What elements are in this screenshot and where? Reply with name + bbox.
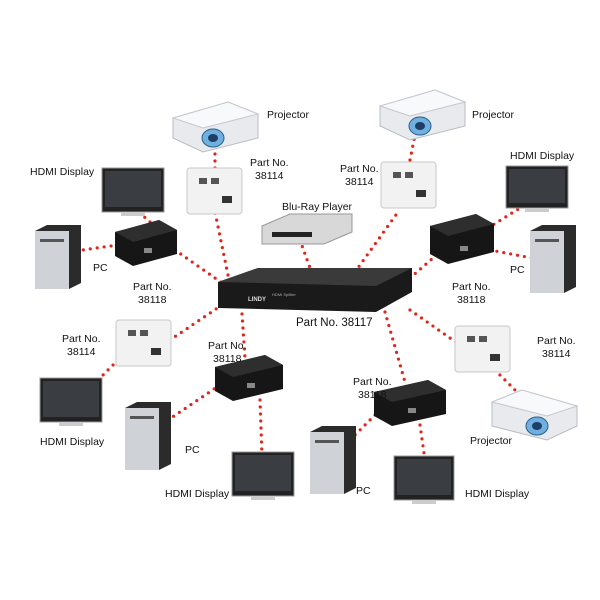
- pc-tower-icon: [530, 225, 576, 293]
- wall-plate-icon: [115, 319, 172, 367]
- hdmi-extender-icon: [215, 355, 283, 401]
- hdmi-link-line: [353, 210, 400, 274]
- hdmi-display-icon: [101, 167, 165, 216]
- hdmi-extender-icon: [115, 220, 177, 266]
- label-pc: PC: [510, 264, 525, 276]
- hdmi-link-line: [240, 312, 247, 360]
- hdmi-link-line: [138, 211, 152, 224]
- label-hdmi-display: HDMI Display: [510, 150, 575, 162]
- hdmi-link-line: [94, 358, 120, 384]
- label-part-38114: Part No.38114: [340, 163, 379, 188]
- label-projector: Projector: [267, 109, 310, 121]
- hdmi-extender-icon: [374, 380, 446, 426]
- label-part-38114: Part No.38114: [62, 333, 101, 358]
- label-part-38114: Part No.38114: [250, 157, 289, 182]
- wall-plate-icon: [186, 167, 243, 215]
- hdmi-link-line: [258, 398, 264, 458]
- label-pc: PC: [356, 485, 371, 497]
- wall-plate-icon: [454, 325, 511, 373]
- label-bluray: Blu-Ray Player: [282, 201, 353, 213]
- label-pc: PC: [93, 262, 108, 274]
- hdmi-link-line: [418, 423, 427, 462]
- label-projector: Projector: [470, 435, 513, 447]
- wall-plate-icon: [380, 161, 437, 209]
- hdmi-link-line: [408, 250, 442, 280]
- label-part-38118: Part No.38118: [133, 281, 172, 306]
- projector-icon: [378, 89, 467, 141]
- label-part-38118: Part No.38118: [452, 281, 491, 306]
- projector-icon: [171, 101, 260, 153]
- splitter-panel-text: HDMI Splitter: [272, 292, 296, 297]
- hdmi-link-line: [383, 310, 407, 384]
- lindy-logo: LINDY: [248, 297, 266, 303]
- hdmi-link-line: [298, 238, 312, 270]
- pc-tower-icon: [310, 426, 356, 494]
- hdmi-display-icon: [231, 451, 295, 500]
- bluray-player-icon: [261, 213, 353, 245]
- hdmi-display-icon: [393, 455, 455, 504]
- pc-tower-icon: [125, 402, 171, 470]
- label-hdmi-display: HDMI Display: [165, 488, 230, 500]
- projector-icon: [490, 389, 579, 441]
- hdmi-extender-icon: [430, 214, 494, 264]
- label-part-38114: Part No.38114: [537, 335, 576, 360]
- hdmi-link-line: [488, 248, 534, 260]
- label-part-38118: Part No.38118: [353, 376, 392, 401]
- hdmi-display-icon: [505, 165, 569, 212]
- pc-tower-icon: [35, 225, 81, 289]
- label-pc: PC: [185, 444, 200, 456]
- label-hdmi-display: HDMI Display: [30, 166, 95, 178]
- label-hdmi-display: HDMI Display: [465, 488, 530, 500]
- hdmi-link-line: [493, 368, 522, 397]
- hdmi-splitter-icon: LINDY HDMI Splitter: [218, 268, 412, 312]
- hdmi-display-icon: [39, 377, 103, 426]
- hdmi-link-line: [80, 243, 120, 252]
- label-part-38117: Part No. 38117: [296, 317, 373, 329]
- label-projector: Projector: [472, 109, 515, 121]
- label-hdmi-display: HDMI Display: [40, 436, 105, 448]
- label-part-38118: Part No.38118: [208, 340, 247, 365]
